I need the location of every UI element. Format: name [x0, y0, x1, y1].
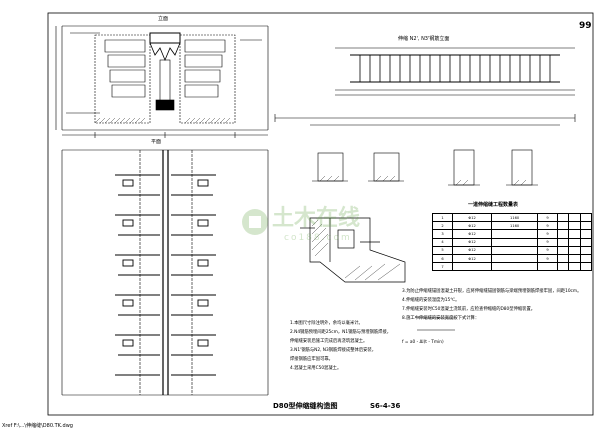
elevation-title: 立面 [158, 16, 169, 22]
plan-view [61, 149, 269, 396]
note-left-6: 4.混凝土采用C50混凝土。 [290, 366, 342, 371]
note-right-4: 8.施工中伸缩缝的安装宽度按下式计算： [402, 316, 480, 321]
note-left-3: 伸缩缝安装后施工完成后再浇筑混凝土。 [290, 339, 368, 344]
watermark-url: co188.com [284, 233, 352, 243]
note-left-5: 焊接钢筋应牢固可靠。 [290, 357, 333, 362]
plan-rebars [115, 174, 216, 376]
note-left-1: 1.本图尺寸除注明外，余均以毫米计。 [290, 321, 363, 326]
note-left-2: 2.N4钢筋预埋间距25cm，N1钢筋与预埋钢筋焊接， [290, 330, 392, 335]
watermark-text: 土木在线 [272, 206, 361, 231]
section-hatch [319, 175, 527, 186]
watermark-logo [242, 209, 268, 235]
plan-title: 平面 [151, 139, 162, 145]
section-details [312, 149, 538, 186]
elevation-hatch [94, 117, 231, 124]
cross-section-detail [300, 217, 406, 283]
note-right-1: 3.为防止伸缩缝锚固混凝土开裂，应将伸缩缝锚固钢筋与梁端预埋钢筋焊接牢固，间距1… [402, 289, 582, 294]
drawing-code: S6-4-36 [370, 402, 401, 410]
formula: f = a0 - Δl(t - Tmin) [402, 340, 444, 345]
elevation-view [55, 25, 269, 138]
note-right-3: 7.伸缩缝安装时C50混凝土浇筑前，应检查伸缩缝的D80型伸缩装置。 [402, 307, 536, 312]
cross-section-hatch [311, 219, 401, 281]
table-row: 7 [432, 262, 593, 272]
rebar-view-title: 伸缩 N2', N3'钢筋立面 [398, 36, 450, 42]
note-right-2: 4.伸缩缝的安装温度为15℃。 [402, 298, 460, 303]
file-label: Xref F:\...\伸缩缝\D80.TK.dwg [2, 423, 73, 429]
page-number: 99 [579, 21, 592, 31]
rebar-elevation [274, 47, 576, 126]
table-title: 一道伸缩缝工程数量表 [468, 202, 519, 208]
note-left-4: 3.N1'钢筋与N2, N3钢筋焊接成整体后安装， [290, 348, 377, 353]
plan-loops [122, 179, 209, 347]
drawing-title: D80型伸缩缝构造图 [273, 402, 338, 410]
